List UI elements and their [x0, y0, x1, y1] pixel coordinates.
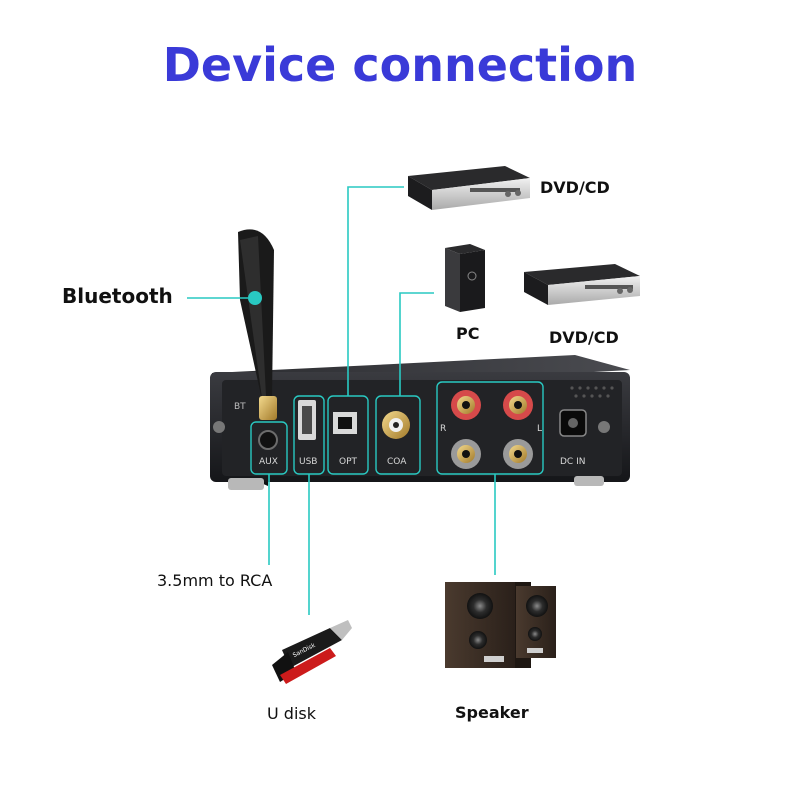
pc-label: PC: [456, 324, 480, 343]
connector-lines: [187, 186, 496, 615]
speaker-label: Speaker: [455, 703, 529, 722]
port-label-bt: BT: [234, 402, 246, 412]
pc-tower-icon: [445, 244, 485, 312]
port-label-coa: COA: [387, 457, 407, 467]
bluetooth-label: Bluetooth: [62, 284, 173, 308]
usb-drive-icon: [272, 620, 352, 684]
port-label-usb: USB: [299, 457, 318, 467]
speaker-icon: [445, 582, 556, 668]
port-label-opt: OPT: [339, 457, 358, 467]
dvd-cd-label: DVD/CD: [540, 178, 610, 197]
port-label-r: R: [440, 424, 447, 434]
port-label-dc-in: DC IN: [560, 457, 586, 467]
dvd-player-icon: [524, 264, 640, 305]
amplifier-unit: [210, 355, 630, 490]
dvd-cd-label: DVD/CD: [549, 328, 619, 347]
port-label-aux: AUX: [259, 457, 278, 467]
dvd-player-icon: [408, 166, 530, 210]
port-label-l: L: [537, 424, 543, 434]
page-title: Device connection: [162, 38, 638, 92]
antenna-icon: [238, 229, 277, 420]
aux-cable-label: 3.5mm to RCA: [157, 571, 273, 590]
u-disk-label: U disk: [267, 704, 316, 723]
